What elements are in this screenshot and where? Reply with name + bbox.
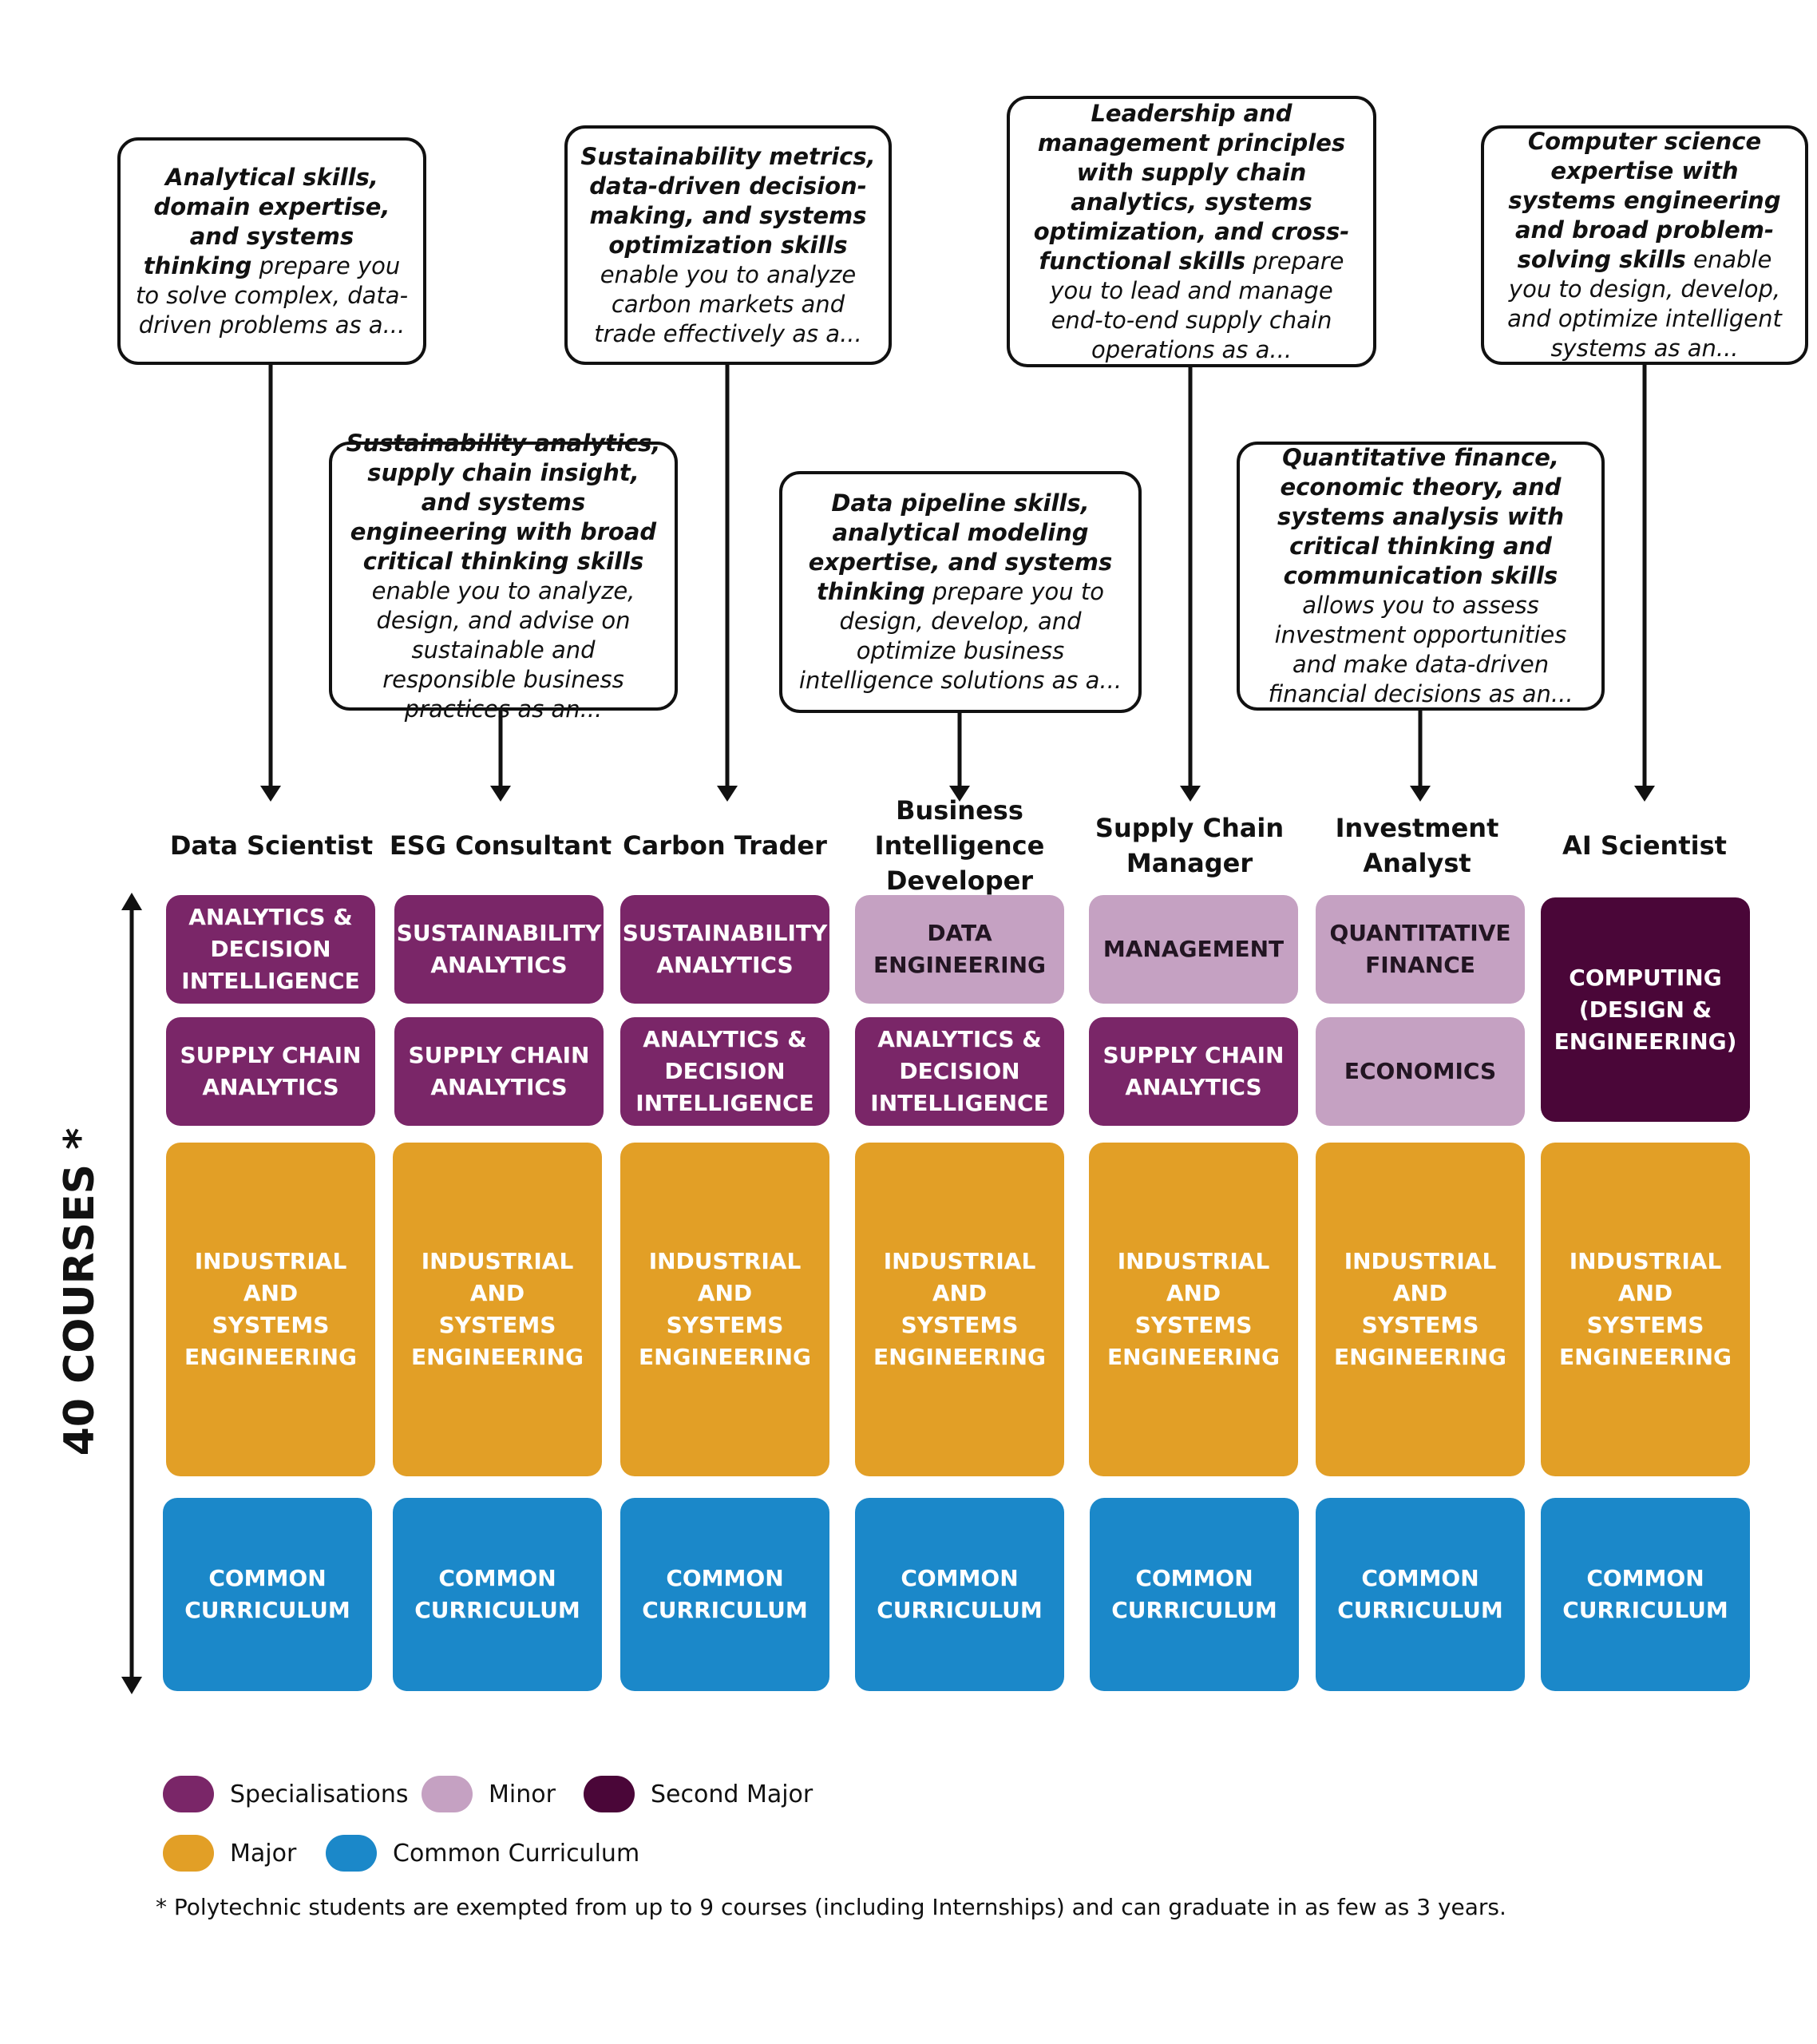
arrowhead-supply-chain-manager <box>1180 786 1201 802</box>
callout-text: enable you to analyze, design, and advis… <box>371 576 635 723</box>
block-major: INDUSTRIAL AND SYSTEMS ENGINEERING <box>1089 1143 1298 1476</box>
block-computing-design-engineering: COMPUTING (DESIGN & ENGINEERING) <box>1541 897 1750 1122</box>
arrowhead-data-scientist <box>260 786 281 802</box>
block-analytics-decision-intelligence: ANALYTICS & DECISION INTELLIGENCE <box>166 895 375 1004</box>
block-common-curriculum: COMMON CURRICULUM <box>855 1498 1064 1691</box>
callout-data-scientist: Analytical skills, domain expertise, and… <box>117 137 426 365</box>
legend-swatch-common-curriculum <box>326 1835 377 1872</box>
callout-bold: Leadership and management principles wit… <box>1033 99 1350 275</box>
legend-swatch-specialisations <box>163 1776 214 1812</box>
legend-swatch-minor <box>422 1776 473 1812</box>
block-supply-chain-analytics: SUPPLY CHAIN ANALYTICS <box>166 1017 375 1126</box>
block-economics: ECONOMICS <box>1316 1017 1525 1126</box>
legend-common-curriculum: Common Curriculum <box>326 1835 639 1872</box>
block-analytics-decision-intelligence: ANALYTICS & DECISION INTELLIGENCE <box>620 1017 829 1126</box>
arrowhead-esg-consultant <box>490 786 511 802</box>
arrowhead-bi-developer <box>949 786 970 802</box>
callout-carbon-trader: Sustainability metrics, data-driven deci… <box>564 125 892 365</box>
career-investment-analyst: Investment Analyst <box>1335 813 1499 878</box>
career-ai-scientist: AI Scientist <box>1562 830 1727 861</box>
legend-label: Second Major <box>651 1780 813 1808</box>
block-major: INDUSTRIAL AND SYSTEMS ENGINEERING <box>855 1143 1064 1476</box>
legend-label: Common Curriculum <box>393 1839 640 1868</box>
block-sustainability-analytics: SUSTAINABILITY ANALYTICS <box>620 895 829 1004</box>
career-carbon-trader: Carbon Trader <box>623 830 827 861</box>
block-major: INDUSTRIAL AND SYSTEMS ENGINEERING <box>1316 1143 1525 1476</box>
career-data-scientist: Data Scientist <box>169 830 374 861</box>
block-major: INDUSTRIAL AND SYSTEMS ENGINEERING <box>166 1143 375 1476</box>
block-major: INDUSTRIAL AND SYSTEMS ENGINEERING <box>1541 1143 1750 1476</box>
arrowhead-ai-scientist <box>1634 786 1655 802</box>
legend-label: Major <box>230 1839 297 1868</box>
legend-second-major: Second Major <box>584 1776 813 1812</box>
callout-text: allows you to assess investment opportun… <box>1268 592 1574 707</box>
block-supply-chain-analytics: SUPPLY CHAIN ANALYTICS <box>1089 1017 1298 1126</box>
arrowhead-investment-analyst <box>1410 786 1431 802</box>
arrowhead-carbon-trader <box>717 786 738 802</box>
block-common-curriculum: COMMON CURRICULUM <box>620 1498 829 1691</box>
career-bi-developer: Business Intelligence Developer <box>874 795 1045 896</box>
block-management: MANAGEMENT <box>1089 895 1298 1004</box>
legend-specialisations: Specialisations <box>163 1776 409 1812</box>
callout-esg-consultant: Sustainability analytics, supply chain i… <box>329 430 678 723</box>
callout-ai-scientist: Computer science expertise with systems … <box>1481 125 1808 365</box>
block-common-curriculum: COMMON CURRICULUM <box>163 1498 372 1691</box>
block-analytics-decision-intelligence: ANALYTICS & DECISION INTELLIGENCE <box>855 1017 1064 1126</box>
callout-bold: Data pipeline skills, analytical modelin… <box>808 489 1113 605</box>
callout-supply-chain-manager: Leadership and management principles wit… <box>1007 96 1376 367</box>
career-supply-chain-manager: Supply Chain Manager <box>1095 813 1285 878</box>
block-common-curriculum: COMMON CURRICULUM <box>1090 1498 1299 1691</box>
callout-bold: Sustainability analytics, supply chain i… <box>346 429 661 575</box>
callout-bold: Computer science expertise with systems … <box>1508 128 1781 273</box>
callout-investment-analyst: Quantitative finance, economic theory, a… <box>1237 442 1605 711</box>
block-common-curriculum: COMMON CURRICULUM <box>393 1498 602 1691</box>
callout-text: prepare you to lead and manage end-to-en… <box>1050 247 1344 363</box>
callout-bi-developer: Data pipeline skills, analytical modelin… <box>779 471 1142 713</box>
callout-text: prepare you to design, develop, and opti… <box>798 578 1122 694</box>
legend-swatch-major <box>163 1835 214 1872</box>
callout-bold: Quantitative finance, economic theory, a… <box>1277 444 1564 589</box>
block-data-engineering: DATA ENGINEERING <box>855 895 1064 1004</box>
courses-axis-arrowhead-bottom <box>121 1677 142 1694</box>
callout-text: enable you to analyze carbon markets and… <box>594 260 862 347</box>
legend-minor: Minor <box>422 1776 556 1812</box>
legend-major: Major <box>163 1835 296 1872</box>
block-major: INDUSTRIAL AND SYSTEMS ENGINEERING <box>393 1143 602 1476</box>
callout-bold: Analytical skills, domain expertise, and… <box>143 163 390 279</box>
block-quantitative-finance: QUANTITATIVE FINANCE <box>1316 895 1525 1004</box>
callout-text: prepare you to solve complex, data-drive… <box>135 252 409 339</box>
callout-text: enable you to design, develop, and optim… <box>1507 246 1782 362</box>
block-major: INDUSTRIAL AND SYSTEMS ENGINEERING <box>620 1143 829 1476</box>
career-esg-consultant: ESG Consultant <box>389 830 612 861</box>
courses-axis-arrowhead-top <box>121 893 142 910</box>
legend-label: Specialisations <box>230 1780 409 1808</box>
footnote: * Polytechnic students are exempted from… <box>156 1894 1506 1920</box>
courses-axis-label: 40 COURSES * <box>56 1127 104 1456</box>
legend-swatch-second-major <box>584 1776 635 1812</box>
block-supply-chain-analytics: SUPPLY CHAIN ANALYTICS <box>394 1017 604 1126</box>
block-common-curriculum: COMMON CURRICULUM <box>1316 1498 1525 1691</box>
callout-bold: Sustainability metrics, data-driven deci… <box>580 142 876 259</box>
legend-label: Minor <box>489 1780 556 1808</box>
block-sustainability-analytics: SUSTAINABILITY ANALYTICS <box>394 895 604 1004</box>
block-common-curriculum: COMMON CURRICULUM <box>1541 1498 1750 1691</box>
